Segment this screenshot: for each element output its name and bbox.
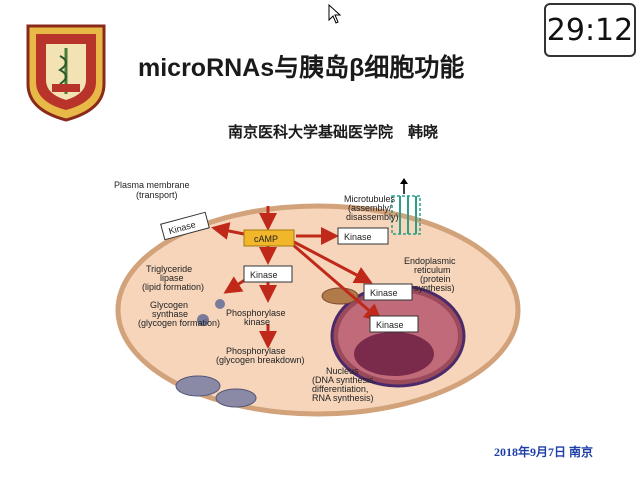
label-synthase: synthase [152,309,188,319]
label-plasma-membrane: Plasma membrane [114,180,190,190]
label-protein: (protein [420,274,451,284]
mitochondrion-icon-2 [215,388,257,408]
countdown-timer: 29:12 [544,3,636,57]
label-lipid-formation: (lipid formation) [142,282,204,292]
university-logo [24,22,108,122]
label-glycogen-formation: (glycogen formation) [138,318,220,328]
label-phosphorylase: Phosphorylase [226,346,286,356]
nucleolus [354,332,434,376]
slide-subtitle: 南京医科大学基础医学院 韩晓 [228,125,439,141]
slide-title: microRNAs与胰岛β细胞功能 [138,54,465,82]
label-microtubules: Microtubules [344,194,396,204]
label-reticulum: reticulum [414,265,451,275]
kinase-box-2: Kinase [344,232,372,242]
label-transport: (transport) [136,190,178,200]
label-disassembly: disassembly) [346,212,399,222]
label-synthesis: synthesis) [414,283,455,293]
label-glycogen: Glycogen [150,300,188,310]
label-dna-synthesis: (DNA synthesis, [312,375,376,385]
kinase-box-3: Kinase [250,270,278,280]
mitochondrion-icon-1 [175,375,221,397]
kinase-box-5: Kinase [376,320,404,330]
label-differentiation: differentiation, [312,384,368,394]
label-phosphorylase-kinase-1: Phosphorylase [226,308,286,318]
label-endoplasmic: Endoplasmic [404,256,456,266]
label-rna-synthesis: RNA synthesis) [312,393,374,403]
camp-box: cAMP [254,234,278,244]
mouse-cursor-icon [328,3,342,24]
cell-signaling-diagram: Kinase cAMP Kinase Kinase Kinase Kinase … [108,178,528,418]
label-assembly: (assembly/ [348,203,392,213]
label-lipase: lipase [160,273,184,283]
microtubules-icon [391,195,421,235]
kinase-box-4: Kinase [370,288,398,298]
label-nucleus: Nucleus [326,366,359,376]
label-phosphorylase-kinase-2: kinase [244,317,270,327]
date-location: 2018年9月7日 南京 [494,445,594,459]
label-triglyceride: Triglyceride [146,264,192,274]
label-glycogen-breakdown: (glycogen breakdown) [216,355,305,365]
